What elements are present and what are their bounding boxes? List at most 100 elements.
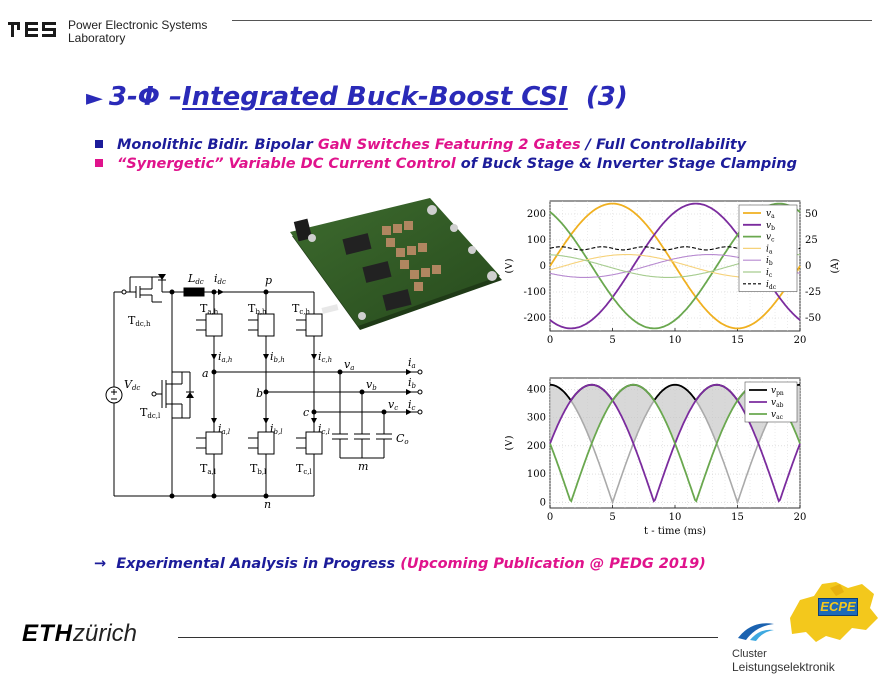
org-line-2: Laboratory <box>68 31 126 45</box>
x-tick-label: 15 <box>731 512 744 523</box>
series-v-a <box>549 202 801 330</box>
bullet-1-part-1: Monolithic <box>117 137 208 153</box>
org-name: Power Electronic Systems Laboratory <box>68 19 207 45</box>
ecpe-badge: ECPE <box>818 598 858 616</box>
y2-tick-label: 25 <box>805 235 818 246</box>
header-divider <box>232 20 872 21</box>
label-node-a: a <box>202 367 209 380</box>
label-iah: ia,h <box>218 350 232 364</box>
y-tick-label: -200 <box>524 313 546 324</box>
y-tick-label: -100 <box>524 287 546 298</box>
label-tcl: Tc,l <box>296 462 312 476</box>
legend-label: idc <box>766 280 777 291</box>
chart-2-svg: 0 5 10 15 20 400 300 200 100 0 (V) t - time (ms) vpn… <box>504 377 807 537</box>
footer-divider <box>178 637 718 638</box>
x-tick-label: 15 <box>731 335 744 346</box>
legend-label: ic <box>766 268 773 279</box>
bullet-1-part-3: GaN Switches Featuring 2 Gates <box>317 137 586 153</box>
y-tick-label: 300 <box>527 413 546 424</box>
y2-tick-label: -25 <box>805 287 821 298</box>
bullet-2: “Synergetic” Variable DC Current Control… <box>95 156 797 172</box>
label-ial: ia,l <box>218 422 230 436</box>
label-tbl: Tb,l <box>250 462 267 476</box>
y2-tick-label: 0 <box>805 261 811 272</box>
pes-logo <box>8 22 58 40</box>
x-tick-label: 10 <box>669 512 682 523</box>
legend-label: vab <box>771 398 784 409</box>
legend-label: ia <box>766 244 773 255</box>
label-tch: Tc,h <box>292 302 310 316</box>
label-ia: ia <box>408 356 416 370</box>
org-line-1: Power Electronic Systems <box>68 18 208 32</box>
arrow-right-icon: → <box>94 556 107 572</box>
y-tick-label: 200 <box>527 441 546 452</box>
cluster-line-1: Cluster <box>732 648 767 660</box>
x-tick-label: 0 <box>547 335 553 346</box>
label-vdc: Vdc <box>124 378 140 392</box>
y-axis-label: (V) <box>505 435 515 450</box>
ecpe-text: ECPE <box>820 599 856 614</box>
label-va: va <box>344 358 354 372</box>
y-axis-label: (V) <box>505 258 515 273</box>
label-ich: ic,h <box>318 350 332 364</box>
bullet-square-icon <box>95 159 103 167</box>
shaded-region <box>550 384 800 444</box>
footer-note-highlight: (Upcoming Publication @ PEDG 2019) <box>400 556 706 572</box>
y-tick-label: 100 <box>527 469 546 480</box>
label-node-c: c <box>303 406 309 419</box>
label-p: p <box>265 274 272 287</box>
chart-line-voltages: 0 5 10 15 20 400 300 200 100 0 (V) t - time (ms) vpn… <box>504 372 860 547</box>
bullet-1-part-2: Bidir. Bipolar <box>207 137 318 153</box>
bullet-2-part-1: “Synergetic” Variable DC Current Control <box>117 156 461 172</box>
legend-label: vac <box>771 410 784 421</box>
x-tick-label: 5 <box>609 512 615 523</box>
eth-logo: ETHzürich <box>22 620 137 648</box>
label-tal: Ta,l <box>200 462 217 476</box>
title-arrow-icon: ► <box>86 86 103 111</box>
label-tbh: Tb,h <box>248 302 267 316</box>
slide-title: ►3-Φ –Integrated Buck-Boost CSI (3) <box>86 82 628 112</box>
label-m: m <box>358 460 368 473</box>
label-ibh: ib,h <box>270 350 285 364</box>
label-n: n <box>264 498 271 511</box>
x-tick-label: 10 <box>669 335 682 346</box>
legend-label: ib <box>766 256 773 267</box>
x-tick-label: 20 <box>794 335 807 346</box>
label-node-b: b <box>256 387 263 400</box>
label-tdcl: Tdc,l <box>140 406 161 420</box>
legend-label: vc <box>766 233 775 244</box>
y-tick-label: 200 <box>527 209 546 220</box>
label-vc: vc <box>388 398 398 412</box>
legend-label: vpn <box>771 386 784 397</box>
x-tick-label: 5 <box>609 335 615 346</box>
y2-axis-label: (A) <box>830 258 841 273</box>
cluster-swoosh-icon <box>736 620 776 642</box>
legend-label: va <box>766 209 775 220</box>
x-tick-label: 20 <box>794 512 807 523</box>
legend-label: vb <box>766 221 775 232</box>
bullet-square-icon <box>95 140 103 148</box>
label-co: Co <box>396 432 409 446</box>
bullet-1-part-4: / Full Controllability <box>585 137 747 153</box>
x-tick-label: 0 <box>547 512 553 523</box>
title-underlined: Integrated Buck-Boost CSI <box>181 82 568 112</box>
y-tick-label: 400 <box>527 384 546 395</box>
y-tick-label: 0 <box>540 497 546 508</box>
footer-note-text: Experimental Analysis in Progress <box>116 556 401 572</box>
x-axis-label: t - time (ms) <box>644 526 706 537</box>
label-tdch: Tdc,h <box>128 314 151 328</box>
label-vb: vb <box>366 378 377 392</box>
bullet-2-part-2: of Buck Stage & Inverter Stage Clamping <box>460 156 797 172</box>
eth-logo-bold: ETH <box>22 620 73 647</box>
cluster-line-2: Leistungselektronik <box>732 660 835 674</box>
pcb-photo <box>282 198 507 338</box>
bullet-1: Monolithic Bidir. Bipolar GaN Switches F… <box>95 137 746 153</box>
y-tick-label: 0 <box>540 261 546 272</box>
label-ldc: Ldc <box>187 272 204 286</box>
label-icl: ic,l <box>318 422 330 436</box>
label-ib: ib <box>408 376 417 390</box>
y-tick-label: 100 <box>527 235 546 246</box>
circuit-schematic: Ldc idc p n m Vdc Tdc,h Tdc,l Ta,h Tb,h … <box>100 262 430 517</box>
